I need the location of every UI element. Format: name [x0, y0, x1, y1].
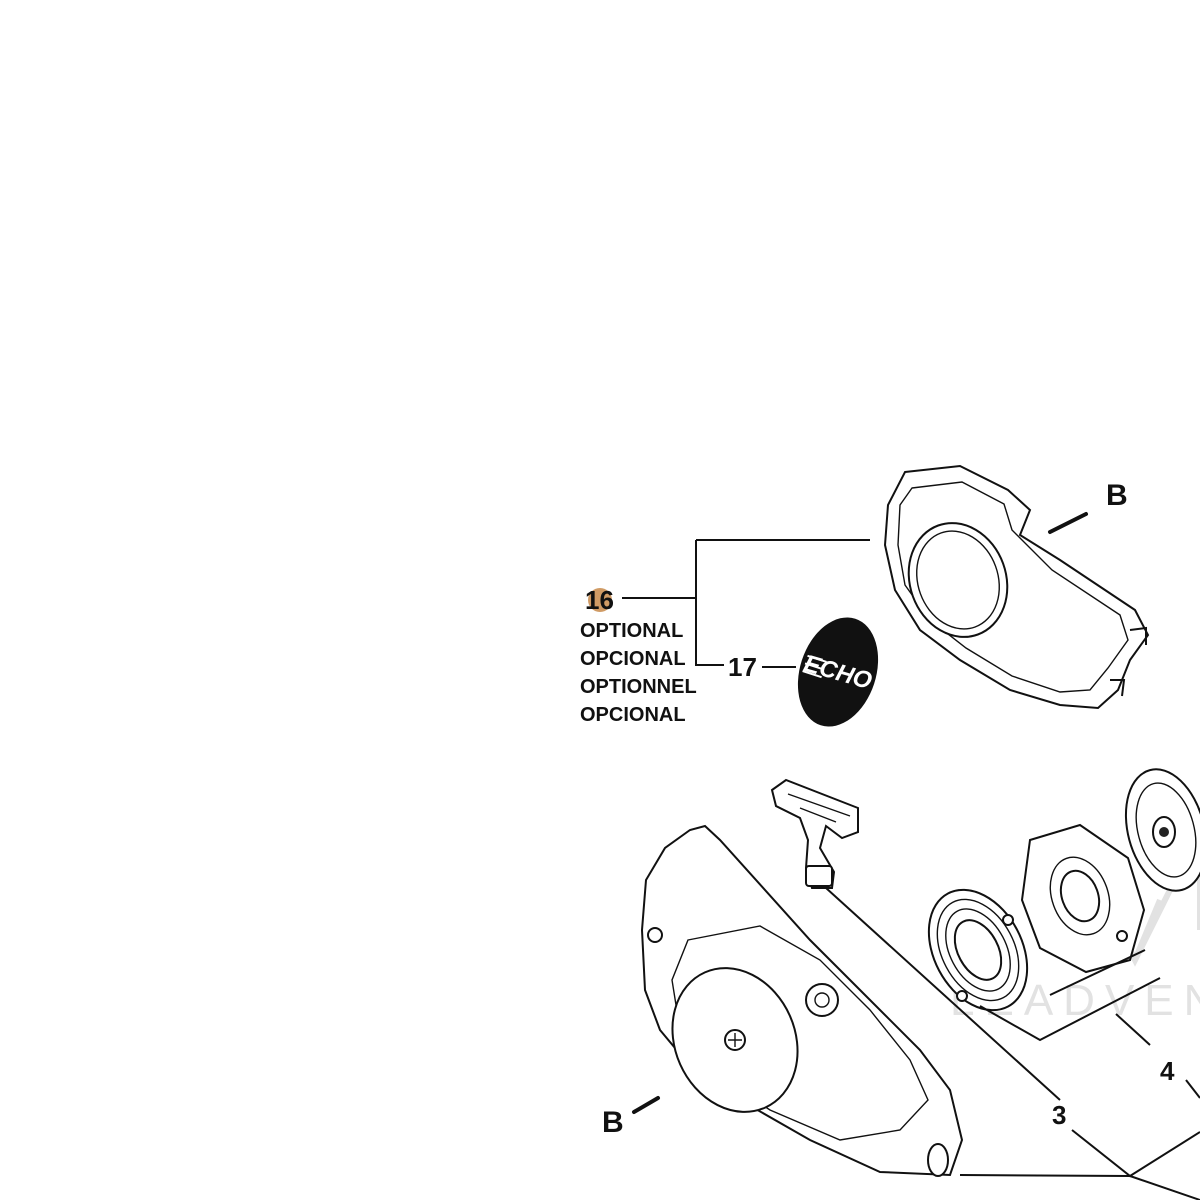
leader-3 [959, 1129, 1200, 1200]
echo-emblem: ECHO [797, 617, 879, 727]
rope-leader [825, 887, 1061, 1101]
callout-16: 16 [585, 585, 614, 615]
callout-4: 4 [1160, 1056, 1175, 1086]
optional-callout: 16 OPTIONAL OPCIONAL OPTIONNEL OPCIONAL … [580, 539, 870, 726]
group-leader-4 [979, 949, 1161, 1046]
group-leader-4b [1185, 1079, 1200, 1099]
note-line-1: OPTIONAL [580, 620, 683, 642]
spring-case [1020, 823, 1146, 974]
callout-17: 17 [728, 652, 757, 682]
ref-b-top: B [1106, 479, 1128, 512]
note-line-4: OPCIONAL [580, 704, 686, 726]
callout-highlight [588, 588, 612, 612]
ref-b-bottom: B [602, 1106, 624, 1139]
leader-b-bottom [632, 1096, 660, 1114]
starter-handle [770, 778, 859, 889]
leader-b-top [1048, 512, 1088, 534]
note-line-2: OPCIONAL [580, 648, 686, 670]
optional-cover [883, 464, 1150, 710]
note-line-3: OPTIONNEL [580, 676, 697, 698]
recoil-spring [927, 888, 1029, 1012]
callout-3: 3 [1052, 1100, 1066, 1130]
starter-cover [640, 824, 964, 1177]
rope-pulley [1124, 768, 1200, 892]
bracket-leader [622, 539, 870, 666]
